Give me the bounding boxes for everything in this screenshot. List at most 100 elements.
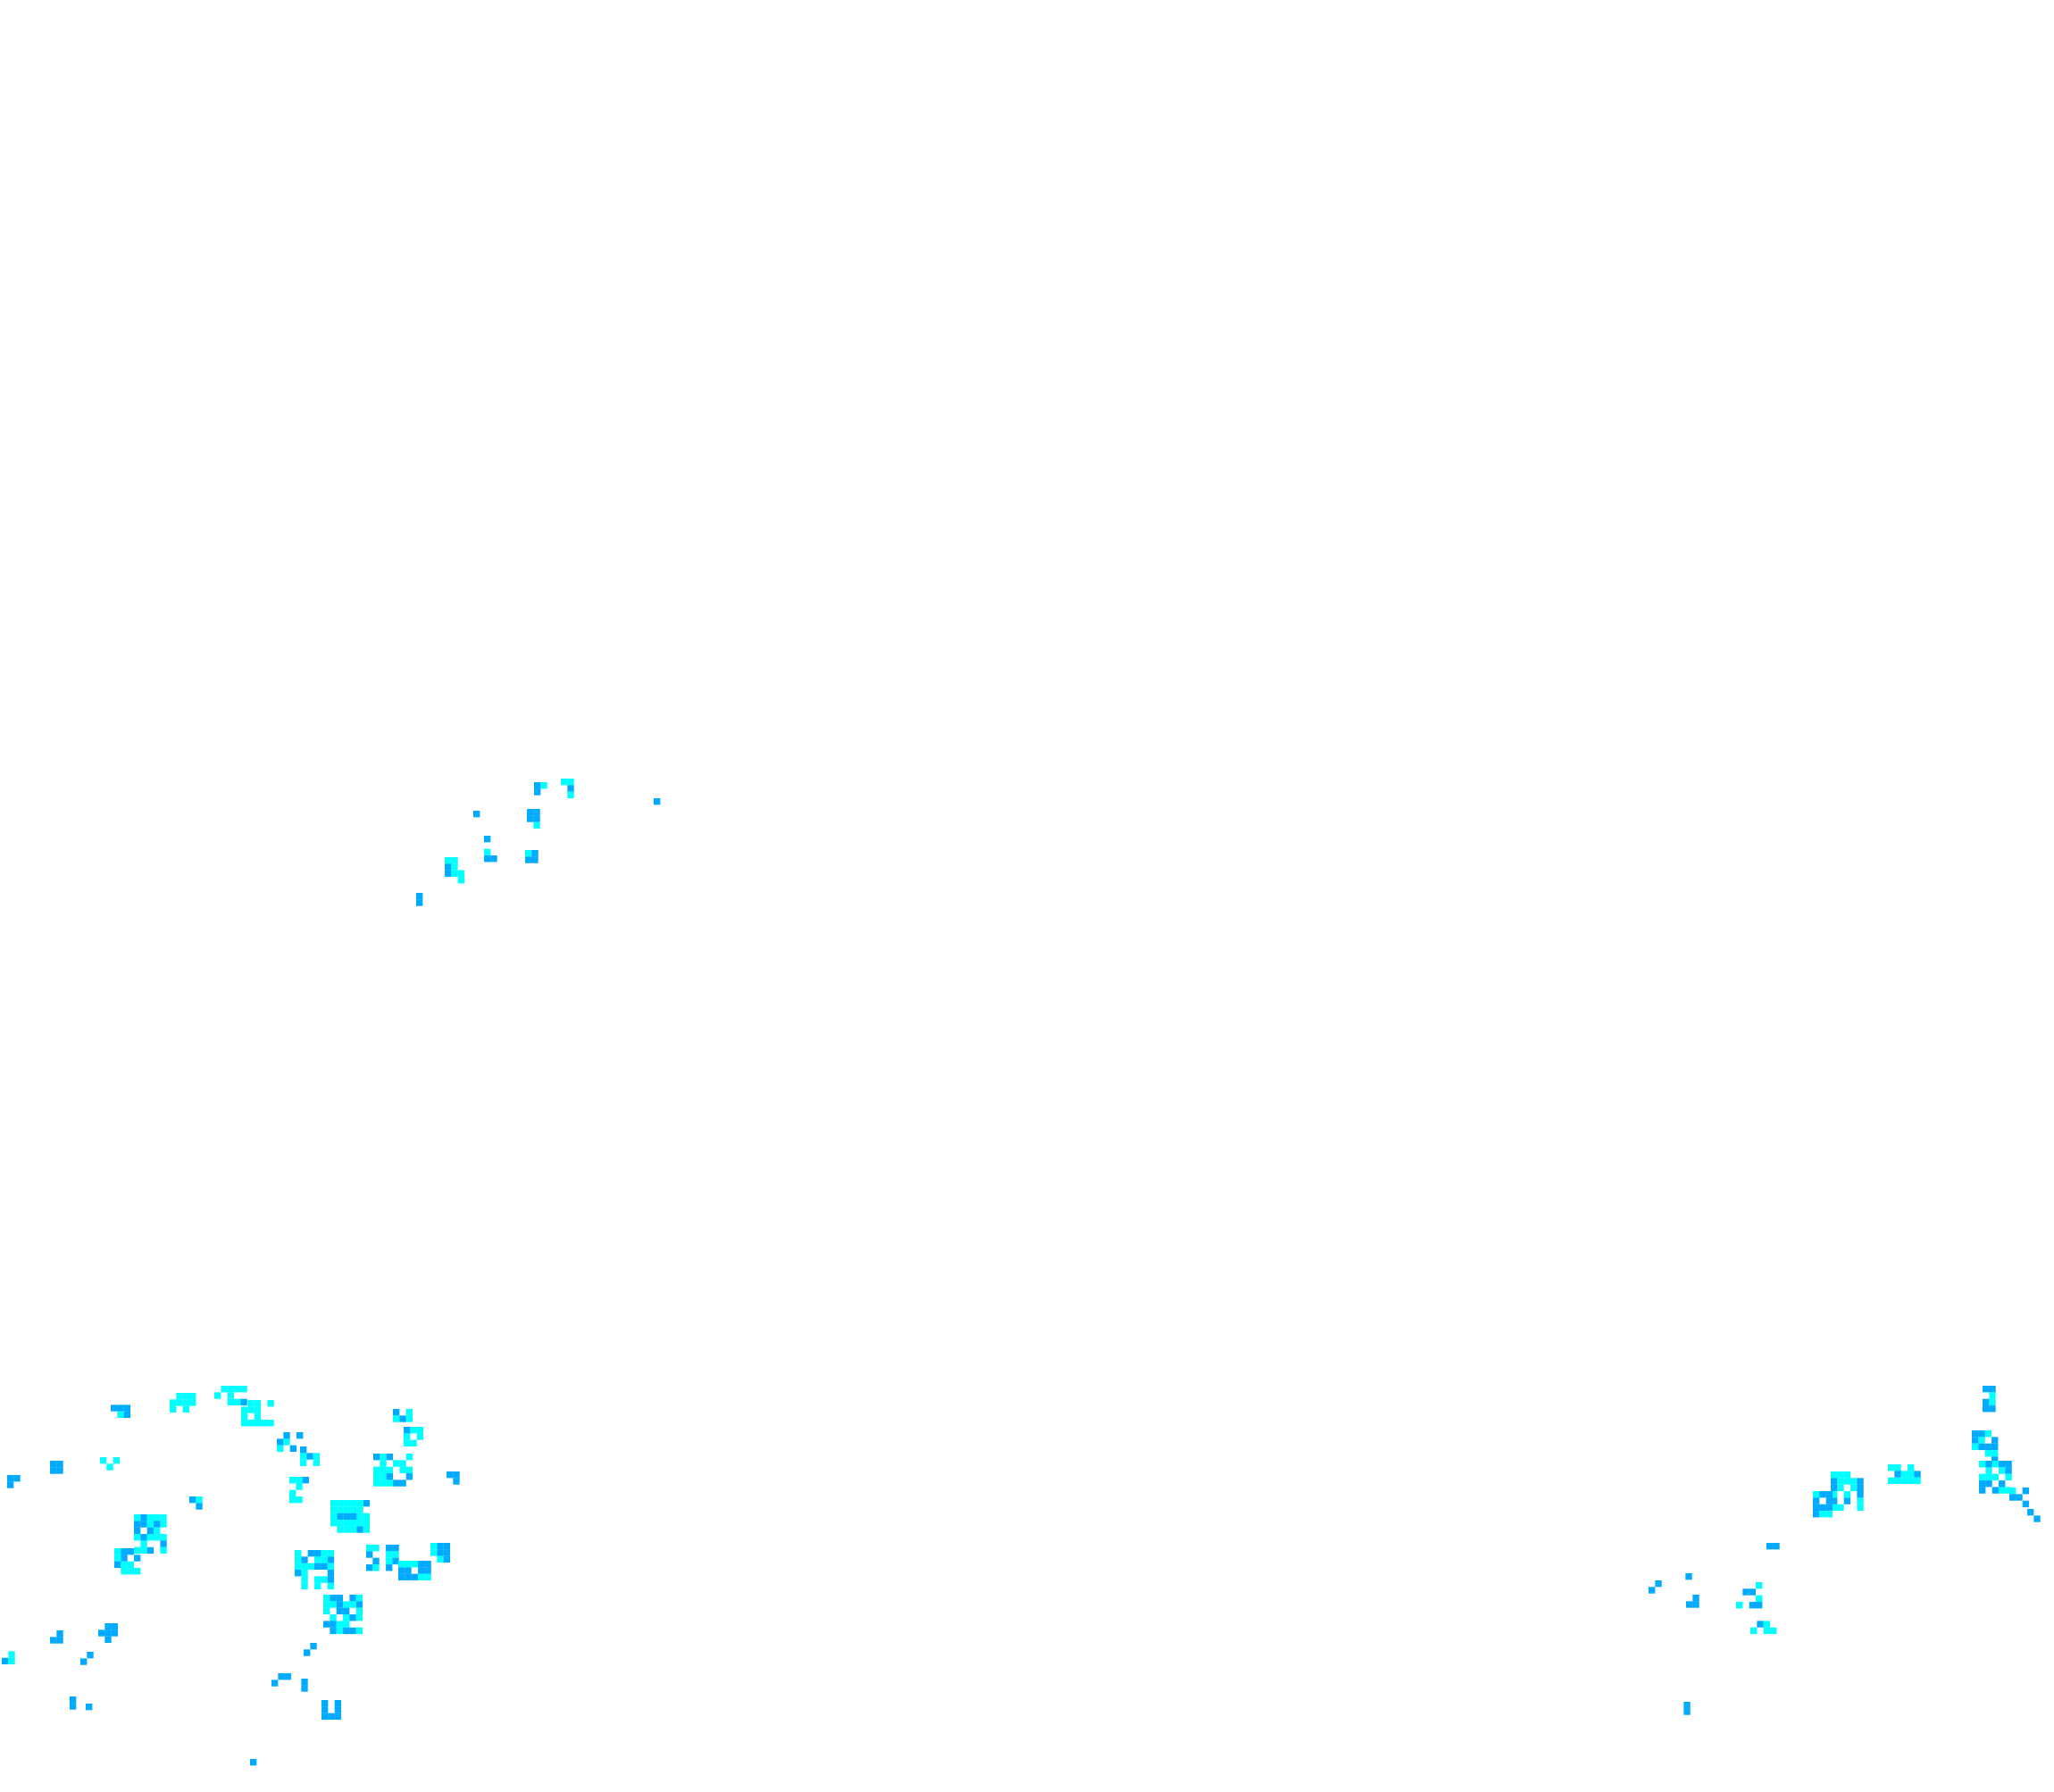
radar-echo-cell bbox=[1991, 1443, 1999, 1451]
radar-echo-cell bbox=[1908, 1477, 1915, 1485]
radar-echo-cell bbox=[277, 1445, 284, 1453]
radar-echo-cell bbox=[366, 1551, 373, 1558]
radar-echo-cell bbox=[140, 1514, 147, 1521]
radar-echo-cell bbox=[363, 1526, 371, 1533]
radar-echo-cell bbox=[2, 1657, 9, 1665]
radar-echo-cell bbox=[1908, 1464, 1915, 1471]
radar-echo-cell bbox=[372, 1557, 380, 1565]
radar-echo-cell bbox=[386, 1466, 394, 1474]
radar-echo-cell bbox=[241, 1420, 248, 1427]
radar-echo-cell bbox=[484, 836, 491, 843]
radar-echo-cell bbox=[1857, 1491, 1864, 1498]
radar-echo-cell bbox=[1831, 1484, 1838, 1492]
radar-echo-cell bbox=[525, 850, 532, 857]
radar-echo-cell bbox=[241, 1406, 248, 1413]
radar-echo-cell bbox=[398, 1573, 405, 1581]
radar-echo-cell bbox=[321, 1556, 328, 1563]
radar-echo-cell bbox=[1766, 1543, 1774, 1550]
radar-echo-cell bbox=[140, 1546, 147, 1554]
radar-echo-cell bbox=[1770, 1627, 1777, 1635]
radar-echo-cell bbox=[2022, 1500, 2030, 1508]
radar-echo-cell bbox=[271, 1679, 279, 1687]
radar-echo-cell bbox=[221, 1386, 228, 1393]
radar-echo-cell bbox=[1894, 1464, 1901, 1471]
radar-echo-cell bbox=[1813, 1491, 1820, 1498]
radar-echo-cell bbox=[154, 1521, 161, 1528]
radar-echo-cell bbox=[1831, 1478, 1838, 1485]
radar-echo-cell bbox=[386, 1454, 394, 1461]
radar-echo-cell bbox=[343, 1513, 351, 1521]
radar-echo-cell bbox=[404, 1439, 411, 1447]
radar-echo-cell bbox=[176, 1399, 183, 1406]
radar-echo-cell bbox=[372, 1564, 380, 1571]
radar-echo-cell bbox=[1685, 1573, 1692, 1580]
radar-echo-cell bbox=[437, 1555, 444, 1563]
radar-echo-cell bbox=[241, 1413, 248, 1421]
radar-echo-cell bbox=[300, 1459, 307, 1467]
radar-echo-cell bbox=[2009, 1494, 2016, 1501]
radar-echo-cell bbox=[214, 1392, 221, 1399]
radar-echo-cell bbox=[451, 870, 458, 878]
radar-echo-cell bbox=[140, 1534, 147, 1541]
radar-echo-cell bbox=[1983, 1405, 1990, 1413]
radar-echo-cell bbox=[330, 1601, 337, 1608]
radar-echo-cell bbox=[445, 863, 452, 871]
radar-echo-cell bbox=[247, 1400, 255, 1407]
radar-echo-cell bbox=[295, 1570, 302, 1577]
radar-echo-cell bbox=[189, 1399, 196, 1406]
radar-echo-cell bbox=[1972, 1443, 1979, 1451]
radar-echo-cell bbox=[451, 857, 458, 864]
radar-echo-cell bbox=[70, 1703, 77, 1710]
radar-echo-cell bbox=[1655, 1580, 1662, 1588]
radar-echo-cell bbox=[350, 1520, 357, 1527]
radar-echo-cell bbox=[386, 1473, 394, 1480]
radar-echo-cell bbox=[314, 1563, 321, 1571]
radar-echo-cell bbox=[56, 1467, 63, 1474]
radar-echo-cell bbox=[356, 1520, 363, 1527]
radar-echo-cell bbox=[1843, 1471, 1851, 1479]
radar-echo-cell bbox=[334, 1700, 342, 1707]
radar-echo-cell bbox=[1979, 1473, 1986, 1481]
radar-echo-cell bbox=[227, 1392, 235, 1399]
radar-echo-cell bbox=[380, 1460, 387, 1467]
radar-echo-cell bbox=[393, 1460, 400, 1467]
radar-echo-cell bbox=[380, 1473, 387, 1480]
radar-echo-cell bbox=[355, 1607, 363, 1615]
radar-echo-cell bbox=[405, 1473, 413, 1480]
radar-echo-cell bbox=[1978, 1443, 1985, 1451]
radar-echo-cell bbox=[405, 1567, 412, 1574]
radar-echo-cell bbox=[445, 870, 452, 878]
radar-echo-cell bbox=[1999, 1487, 2006, 1494]
radar-echo-cell bbox=[654, 798, 661, 805]
radar-echo-cell bbox=[393, 1479, 400, 1487]
radar-echo-cell bbox=[1888, 1477, 1895, 1485]
radar-echo-cell bbox=[307, 1563, 315, 1571]
radar-echo-cell bbox=[56, 1637, 63, 1644]
radar-echo-cell bbox=[527, 815, 534, 822]
radar-echo-cell bbox=[240, 1398, 247, 1406]
radar-echo-cell bbox=[327, 1576, 335, 1583]
radar-echo-cell bbox=[1813, 1497, 1820, 1504]
radar-echo-cell bbox=[399, 1415, 406, 1422]
radar-echo-cell bbox=[451, 863, 458, 871]
radar-echo-cell bbox=[410, 1439, 417, 1447]
radar-echo-cell bbox=[327, 1582, 335, 1590]
radar-echo-cell bbox=[7, 1481, 14, 1488]
radar-echo-cell bbox=[1989, 1386, 1996, 1393]
radar-echo-cell bbox=[289, 1489, 296, 1497]
radar-echo-cell bbox=[1857, 1478, 1864, 1485]
radar-echo-cell bbox=[1825, 1504, 1833, 1512]
radar-echo-cell bbox=[330, 1627, 337, 1635]
radar-echo-cell bbox=[2027, 1509, 2034, 1516]
radar-echo-cell bbox=[301, 1556, 308, 1563]
radar-echo-cell bbox=[134, 1527, 141, 1535]
radar-echo-cell bbox=[1831, 1491, 1838, 1498]
radar-echo-cell bbox=[123, 1404, 131, 1412]
radar-echo-cell bbox=[146, 1514, 154, 1521]
radar-echo-cell bbox=[296, 1496, 303, 1504]
radar-echo-cell bbox=[1750, 1627, 1758, 1635]
radar-echo-cell bbox=[327, 1563, 335, 1571]
radar-echo-cell bbox=[1894, 1471, 1901, 1478]
radar-echo-cell bbox=[484, 848, 491, 856]
radar-echo-cell bbox=[430, 1543, 438, 1550]
